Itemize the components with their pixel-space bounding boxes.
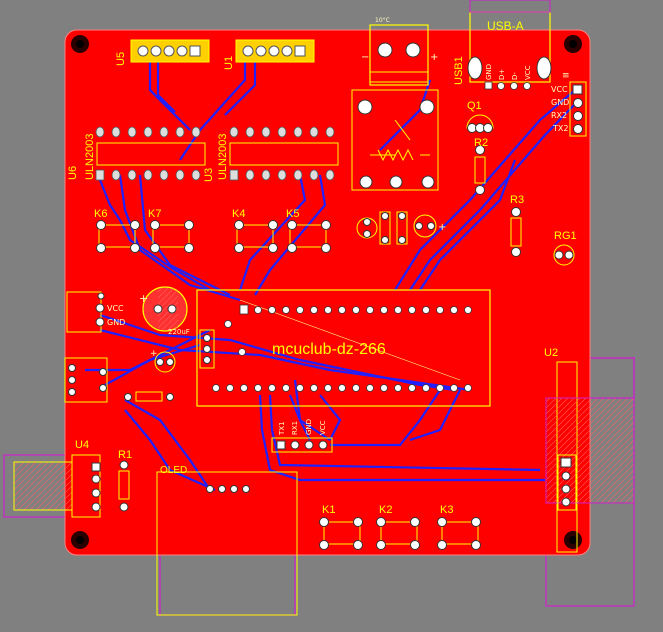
u1-label: U1 [223,56,235,70]
uart-pin-labels: TX1 RX1 GND VCC [278,419,327,436]
svg-text:D-: D- [511,72,519,80]
board-title: mcuclub-dz-266 [272,341,386,358]
k4-label: K4 [232,208,245,220]
u6-chip [95,126,206,181]
u6-label: U6 [67,166,79,180]
u4-module [13,454,101,518]
k5-label: K5 [286,208,299,220]
small-capacitors: + [356,211,446,245]
u6-part: ULN2003 [84,134,96,180]
key-k7 [150,220,194,253]
svg-text:VCC: VCC [524,65,532,80]
pot-pads [357,99,435,189]
power-vcc-label: VCC [107,304,124,313]
oled-label: OLED [160,465,187,476]
cap-label: 220uF [168,328,190,336]
svg-text:GND: GND [551,98,569,107]
svg-text:TX2: TX2 [552,124,568,133]
key-k6 [96,220,140,253]
r2-label: R2 [474,137,488,149]
r1-label: R1 [118,449,132,461]
usb-connector [467,0,552,90]
oled-module [156,471,298,616]
k6-label: K6 [94,208,107,220]
u5-connector [130,39,210,63]
k2-label: K2 [379,504,392,516]
uart-header [271,437,333,453]
u2-module [545,361,635,553]
left-3pin-header [64,357,108,403]
svg-text:+: + [438,222,446,233]
key-k2 [376,517,420,550]
k7-label: K7 [148,208,161,220]
svg-text:GND: GND [305,419,313,435]
power-gnd-label: GND [107,318,125,327]
svg-text:VCC: VCC [551,85,568,94]
mounting-holes [71,35,582,549]
u4-label: U4 [75,439,89,451]
svg-text:+: + [430,52,438,63]
usb-ref: USB1 [453,56,465,85]
key-k1 [319,517,363,550]
terminal-block: − + [361,24,438,86]
board-copper [65,30,590,555]
bottom-traces [85,62,576,492]
terminal-top-label: 10°C [375,17,390,24]
svg-text:+: + [139,292,148,305]
k1-label: K1 [322,504,335,516]
led-indicator: + [124,349,176,402]
voltage-regulator [199,329,215,369]
svg-text:RX1: RX1 [291,421,299,435]
serial-header: ≡ [562,71,587,137]
r3-resistor [510,207,522,257]
svg-text:+: + [150,349,158,359]
q1-transistor [466,114,494,133]
r3-label: R3 [510,194,524,206]
usb-label: USB-A [487,19,524,33]
u3-label: U3 [203,168,215,182]
r2-resistor [474,145,486,195]
svg-text:RX2: RX2 [551,111,567,120]
usb-pin-labels: GND D+ D- VCC [485,64,532,80]
capacitor-220uf: + [139,286,188,332]
mcu-module [196,289,491,407]
svg-text:GND: GND [485,64,493,80]
key-k4 [234,220,278,253]
svg-text:−: − [361,52,369,63]
u3-part: ULN2003 [217,134,229,180]
r1-resistor [118,460,130,512]
svg-text:VCC: VCC [319,420,327,435]
serial-pin-labels: VCC GND RX2 TX2 [551,85,569,133]
u1-connector [235,39,315,63]
silk-diagonal [239,299,461,381]
u5-label: U5 [115,52,127,66]
u2-label: U2 [544,347,558,359]
svg-text:D+: D+ [498,69,506,80]
key-k5 [287,220,331,253]
rg1-label: RG1 [554,230,577,242]
k3-label: K3 [440,504,453,516]
power-connector [66,291,105,333]
potentiometer-block [351,89,439,191]
u3-chip [229,126,339,181]
svg-text:TX1: TX1 [278,421,286,436]
board-edge [64,29,591,556]
q1-label: Q1 [467,100,482,112]
key-k3 [437,517,481,550]
svg-text:≡: ≡ [562,71,570,81]
rg1-sensor [553,244,575,266]
